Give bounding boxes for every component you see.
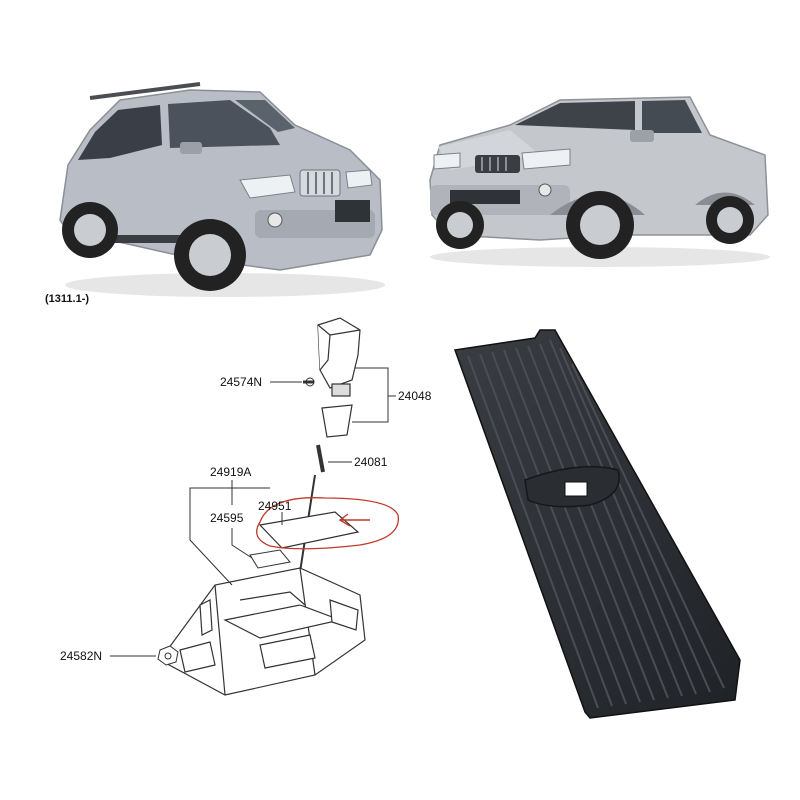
suv-vehicle-illustration: [59, 82, 385, 297]
shift-cover-mat: [453, 329, 741, 719]
label-nut: 24582N: [60, 649, 102, 663]
highlight-circle: [256, 497, 399, 550]
mounting-nut: [157, 645, 179, 666]
slide-plate: [249, 549, 291, 569]
knob-screw: [303, 377, 315, 387]
mat-body: [453, 329, 741, 719]
label-bracket-group: 24919A: [210, 465, 251, 479]
label-plate: 24595: [210, 511, 244, 525]
label-indicator-cover: 24951: [258, 499, 292, 513]
parts-diagram: 24574N 24048 24081 24919A 24951 24595 24…: [60, 317, 432, 696]
shift-knob: [317, 317, 361, 397]
rod-pin: [316, 444, 325, 473]
leader-lines: [110, 367, 396, 657]
label-knob-assembly: 24048: [398, 389, 432, 403]
mat-ridges: [467, 339, 725, 709]
suv-photo: [59, 82, 385, 297]
pickup-vehicle-illustration: [429, 96, 770, 267]
label-rod: 24081: [354, 455, 388, 469]
knob-boot: [321, 404, 353, 438]
diagram-code: (1311.1-): [45, 293, 90, 305]
indicator-cover-plate: [258, 511, 360, 549]
label-knob-screw: 24574N: [220, 375, 262, 389]
mat-cutout: [524, 465, 620, 508]
pickup-photo: [429, 96, 770, 267]
shifter-housing: [159, 567, 366, 696]
highlight-arrow: [338, 513, 370, 527]
